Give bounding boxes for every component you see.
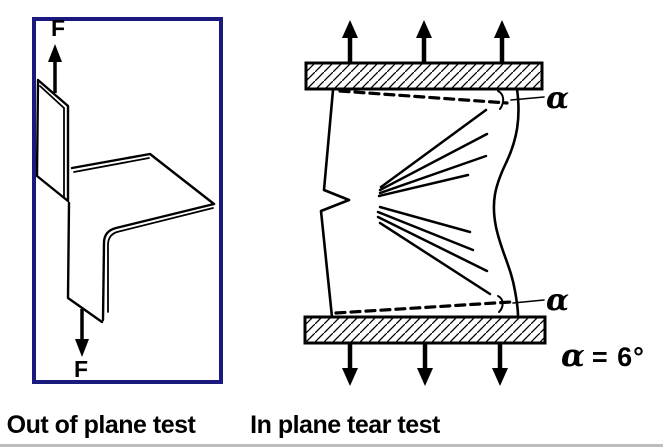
angle-leader-line-bottom <box>512 299 545 304</box>
rotation-dashed-line-top <box>338 89 509 105</box>
bottom-grip-bar <box>303 315 547 345</box>
force-arrow-down-icon <box>75 309 89 357</box>
rotation-dashed-line-bottom <box>334 300 513 315</box>
figure-bottom-edge <box>0 444 663 447</box>
force-label-top: F <box>51 15 66 41</box>
angle-leader-line-top <box>510 96 545 101</box>
upper-flap-thickness-line <box>39 85 65 198</box>
angle-arc-top <box>497 90 505 110</box>
angle-label-bottom: α <box>546 283 570 318</box>
sheet-back-and-right-edge <box>70 152 216 206</box>
sheet-back-thickness-line <box>73 157 150 173</box>
top-grip-bar <box>304 61 544 91</box>
upper-flap-outline <box>35 78 70 203</box>
caption-out-of-plane-test: Out of plane test <box>6 411 196 439</box>
specimen-left-edge-with-notch <box>319 88 351 319</box>
sheet-front-thickness-line <box>107 207 214 313</box>
lower-flap-outline <box>66 201 104 324</box>
tension-arrows-top-icon <box>342 20 510 62</box>
angle-arc-bottom <box>497 295 504 313</box>
force-label-bottom: F <box>74 356 89 382</box>
caption-in-plane-tear-test: In plane tear test <box>250 411 440 439</box>
angle-label-top: α <box>546 81 570 116</box>
sheet-front-fold-edge <box>101 202 216 322</box>
angle-value: α = 6° <box>561 341 645 372</box>
shear-fan-lines-upper <box>377 108 489 198</box>
force-arrow-up-icon <box>48 44 62 93</box>
out-of-plane-frame <box>32 17 223 384</box>
shear-fan-lines-lower <box>376 205 492 296</box>
angle-value-text: = 6° <box>591 342 645 372</box>
tension-arrows-bottom-icon <box>342 344 508 386</box>
specimen-right-edge <box>492 87 520 318</box>
out-of-plane-specimen-drawing <box>35 78 216 324</box>
angle-value-symbol: α <box>561 338 585 374</box>
